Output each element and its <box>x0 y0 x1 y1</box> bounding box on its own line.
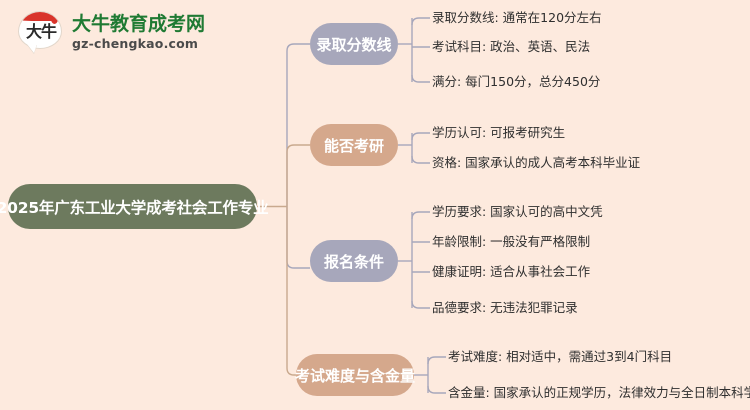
leaf-item[interactable]: 考试科目: 政治、英语、民法 <box>432 39 591 54</box>
branch-node-postgraduate[interactable]: 能否考研 <box>310 124 398 166</box>
branch-node-score-line[interactable]: 录取分数线 <box>310 23 398 65</box>
bubble-red-band <box>19 12 61 24</box>
leaf-item[interactable]: 考试难度: 相对适中，需通过3到4门科目 <box>448 349 673 364</box>
leaf-item[interactable]: 年龄限制: 一般没有严格限制 <box>432 234 591 249</box>
leaf-item[interactable]: 健康证明: 适合从事社会工作 <box>432 264 591 279</box>
root-node[interactable]: 2025年广东工业大学成考社会工作专业 <box>0 184 269 229</box>
branch-node-difficulty-value[interactable]: 考试难度与含金量 <box>295 354 415 396</box>
brand-text: 大牛教育成考网 gz-chengkao.com <box>72 15 205 51</box>
bubble-tail <box>27 44 37 53</box>
logo-bubble-icon: 大牛 <box>18 11 64 55</box>
leaf-item[interactable]: 满分: 每门150分，总分450分 <box>432 74 601 89</box>
leaf-item[interactable]: 品德要求: 无违法犯罪记录 <box>432 300 578 315</box>
brand-domain: gz-chengkao.com <box>72 36 199 52</box>
brand-name: 大牛教育成考网 <box>72 13 206 36</box>
leaf-item[interactable]: 资格: 国家承认的成人高考本科毕业证 <box>432 155 641 170</box>
site-logo: 大牛 大牛教育成考网 gz-chengkao.com <box>18 8 233 58</box>
leaf-item[interactable]: 含金量: 国家承认的正规学历，法律效力与全日制本科学历相同 <box>448 385 750 400</box>
branch-node-requirements[interactable]: 报名条件 <box>310 240 398 282</box>
speech-bubble-shape: 大牛 <box>18 11 62 49</box>
leaf-item[interactable]: 学历认可: 可报考研究生 <box>432 125 566 140</box>
leaf-item[interactable]: 录取分数线: 通常在120分左右 <box>432 10 602 25</box>
logo-glyph: 大牛 <box>25 22 57 41</box>
leaf-item[interactable]: 学历要求: 国家认可的高中文凭 <box>432 204 603 219</box>
